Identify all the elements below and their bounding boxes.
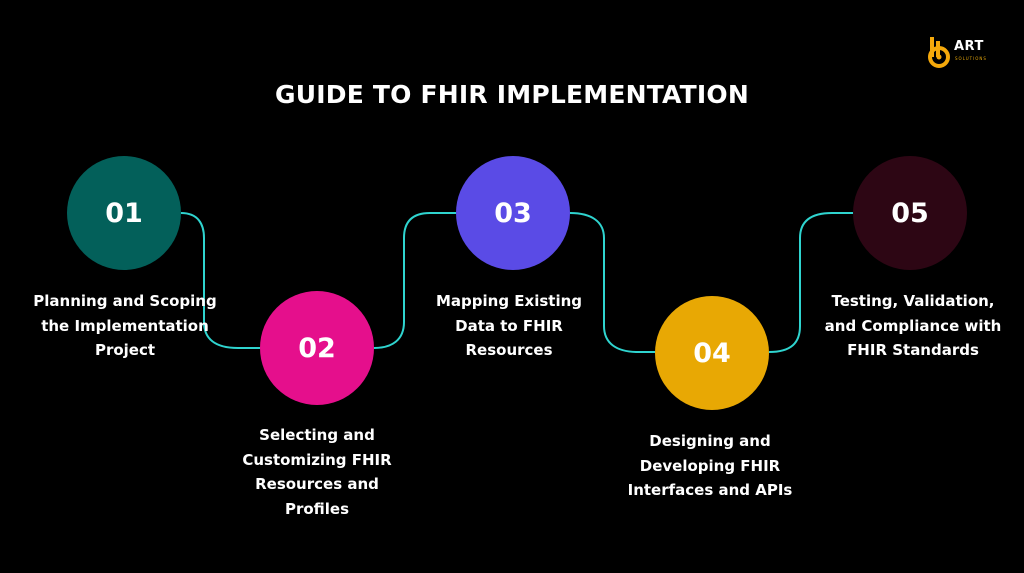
step-number-5: 05	[891, 197, 929, 229]
step-label-2: Selecting and Customizing FHIR Resources…	[242, 426, 392, 518]
step-label-1: Planning and Scoping the Implementation …	[33, 292, 217, 359]
logo-text: ART	[954, 39, 984, 54]
step-number-3: 03	[494, 197, 532, 229]
step-number-4: 04	[693, 337, 731, 369]
step-circle-4: 04	[655, 296, 769, 410]
brand-logo: ART SOLUTIONS	[928, 35, 1008, 69]
step-circle-3: 03	[456, 156, 570, 270]
step-circle-5: 05	[853, 156, 967, 270]
diagram-title: GUIDE TO FHIR IMPLEMENTATION	[275, 80, 749, 109]
step-number-1: 01	[105, 197, 143, 229]
step-label-4: Designing and Developing FHIR Interfaces…	[627, 432, 793, 499]
logo-mark-icon	[928, 37, 950, 68]
step-label-5: Testing, Validation, and Compliance with…	[824, 292, 1002, 359]
step-label-3: Mapping Existing Data to FHIR Resources	[435, 292, 583, 359]
step-number-2: 02	[298, 332, 336, 364]
logo-subtext: SOLUTIONS	[955, 56, 987, 61]
step-circle-1: 01	[67, 156, 181, 270]
step-circle-2: 02	[260, 291, 374, 405]
